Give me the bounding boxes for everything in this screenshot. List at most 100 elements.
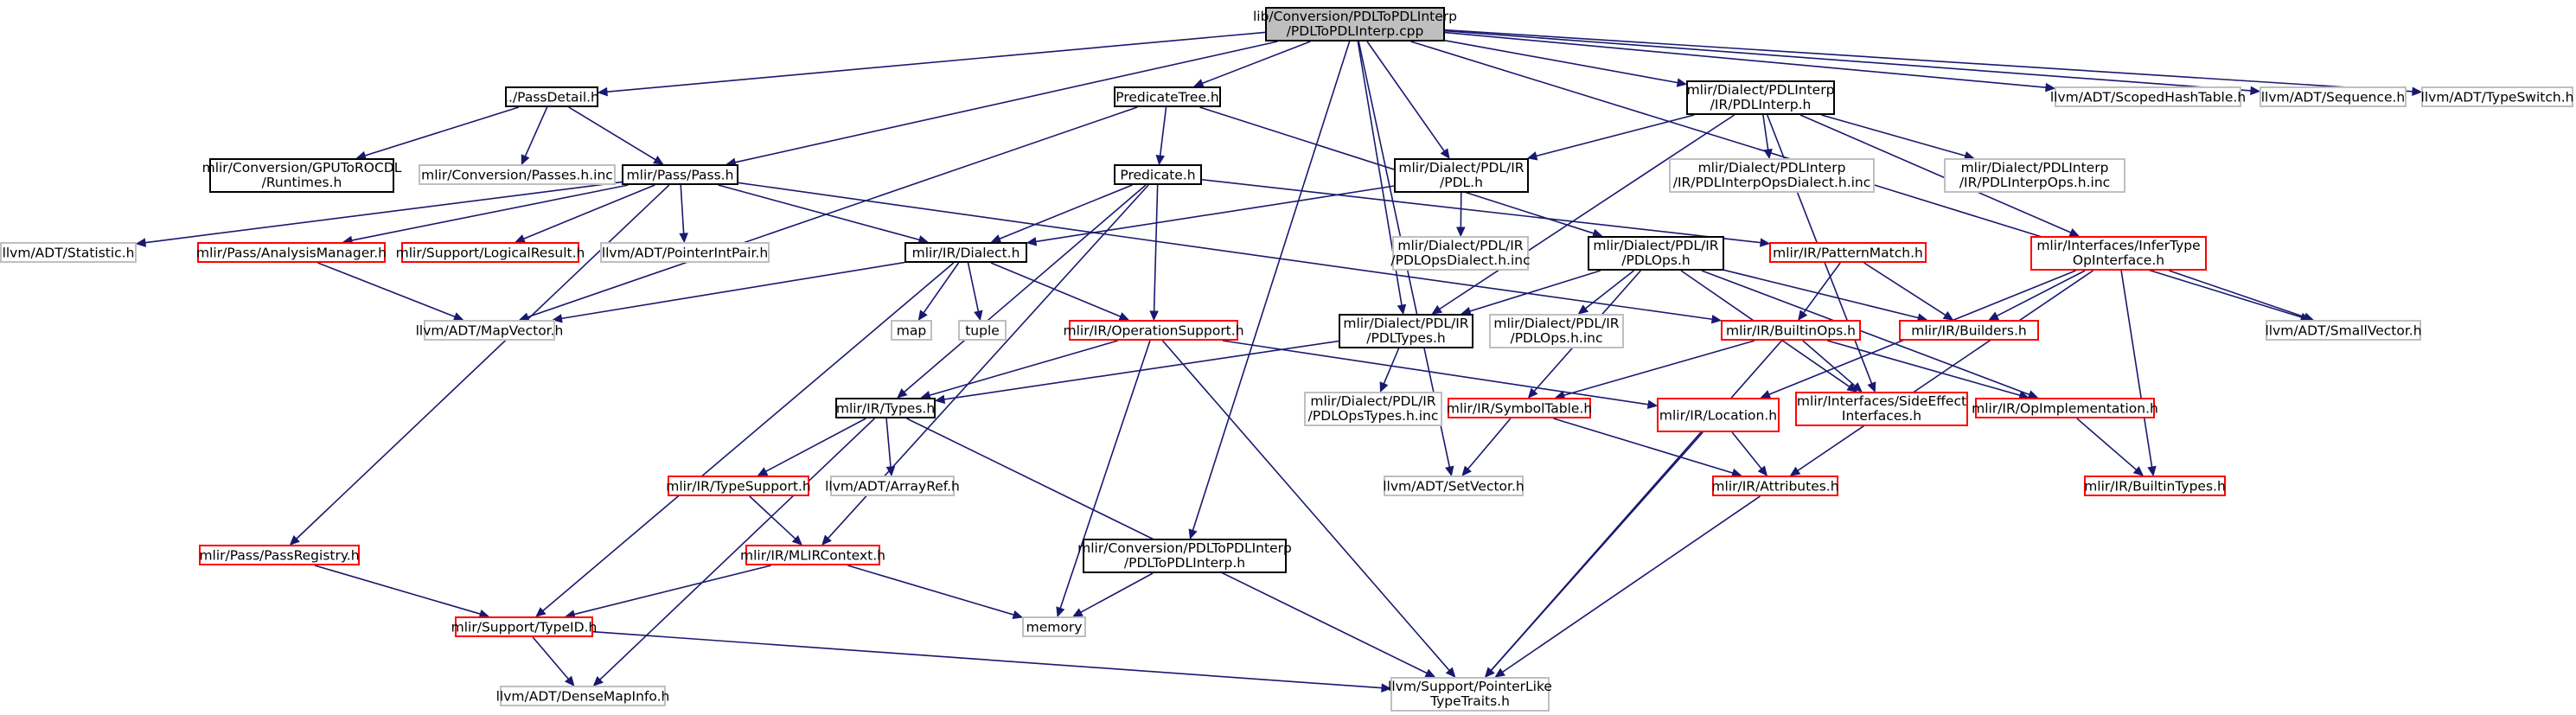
node-passdetail[interactable]: ../PassDetail.h <box>504 86 599 107</box>
edge-predicate-to-dialect <box>999 184 1133 239</box>
node-label-line: OpInterface.h <box>2073 252 2164 268</box>
node-label-line: Predicate.h <box>1120 168 1195 183</box>
node-typesupport[interactable]: mlir/IR/TypeSupport.h <box>666 476 811 496</box>
edge-arrowhead <box>1149 310 1159 322</box>
node-label-line: llvm/ADT/SetVector.h <box>1383 479 1525 495</box>
edge-pdlops-to-builders <box>1723 269 1919 319</box>
node-opsupport[interactable]: mlir/IR/OperationSupport.h <box>1063 320 1244 341</box>
edge-passpass-to-pointerintpair <box>680 184 685 234</box>
node-box <box>745 545 880 565</box>
node-box <box>1657 398 1780 432</box>
edge-dialect-to-tuple <box>967 262 980 312</box>
node-symboltable[interactable]: mlir/IR/SymbolTable.h <box>1447 398 1592 418</box>
edge-root-to-passdetail <box>606 31 1266 93</box>
edge-arrowhead <box>2027 390 2039 399</box>
edge-convpdlh-to-memory <box>1080 572 1154 613</box>
node-box <box>904 242 1027 263</box>
edge-arrowhead <box>679 233 688 244</box>
edge-arrowhead <box>1710 314 1723 324</box>
edge-builtinops-to-opimpl <box>1827 340 2021 397</box>
edge-pdltypes-to-types <box>943 340 1339 400</box>
node-box <box>2260 86 2407 107</box>
edge-predicate-to-opsupport <box>1153 184 1159 312</box>
edge-arrowhead <box>757 467 769 476</box>
nodes-layer: lib/Conversion/PDLToPDLInterp/PDLToPDLIn… <box>0 7 2573 712</box>
edge-arrowhead <box>135 238 147 247</box>
node-types[interactable]: mlir/IR/Types.h <box>835 398 936 418</box>
node-gputorocdl[interactable]: mlir/Conversion/GPUToROCDL/Runtimes.h <box>202 158 402 193</box>
node-box <box>1721 320 1861 341</box>
edge-arrowhead <box>1379 381 1389 393</box>
node-pdlops[interactable]: mlir/Dialect/PDL/IR/PDLOps.h <box>1588 236 1724 271</box>
node-typeid[interactable]: mlir/Support/TypeID.h <box>451 616 598 637</box>
edge-pdlops-to-pdlopshinc <box>1584 270 1634 310</box>
node-attributes[interactable]: mlir/IR/Attributes.h <box>1711 476 1839 496</box>
node-builtinops[interactable]: mlir/IR/BuiltinOps.h <box>1721 320 1861 341</box>
node-label-line: mlir/IR/Builders.h <box>1911 323 2027 339</box>
edge-arrowhead <box>1456 227 1466 238</box>
edge-arrowhead <box>2147 465 2157 477</box>
edge-arrowhead <box>1763 148 1773 160</box>
node-label-line: mlir/Dialect/PDLInterp <box>1698 160 1846 176</box>
edge-arrowhead <box>592 675 604 686</box>
node-box <box>668 476 809 496</box>
edge-arrowhead <box>2045 82 2056 93</box>
node-label-line: lib/Conversion/PDLToPDLInterp <box>1253 9 1457 24</box>
edge-passdetail-to-gputorocdl <box>364 106 520 156</box>
node-label-line: mlir/IR/Dialect.h <box>912 246 1020 261</box>
node-opimpl[interactable]: mlir/IR/OpImplementation.h <box>1972 398 2158 418</box>
edge-arrowhead <box>289 534 300 546</box>
edge-arrowhead <box>1494 667 1505 678</box>
node-pdlinterp[interactable]: mlir/Dialect/PDLInterp/IR/PDLInterp.h <box>1686 80 1835 115</box>
edge-arrowhead <box>1445 465 1454 477</box>
node-patternmatch[interactable]: mlir/IR/PatternMatch.h <box>1769 242 1927 263</box>
node-box <box>0 242 137 263</box>
node-passpass[interactable]: mlir/Pass/Pass.h <box>622 164 738 185</box>
node-builders[interactable]: mlir/IR/Builders.h <box>1899 320 2039 341</box>
node-pdltypes[interactable]: mlir/Dialect/PDL/IR/PDLTypes.h <box>1339 314 1473 348</box>
node-label-line: mlir/Dialect/PDLInterp <box>1687 82 1835 98</box>
edge-arrowhead <box>1188 528 1198 540</box>
node-passregistry[interactable]: mlir/Pass/PassRegistry.h <box>199 545 360 565</box>
node-location[interactable]: mlir/IR/Location.h <box>1657 398 1780 432</box>
node-label-line: mlir/Pass/PassRegistry.h <box>199 548 359 564</box>
node-label-line: memory <box>1026 620 1083 635</box>
edge-arrowhead <box>1461 465 1472 476</box>
node-label-line: mlir/Dialect/PDL/IR <box>1310 393 1435 409</box>
edge-pdlops-to-pdltypes <box>1469 270 1601 312</box>
edge-arrowhead <box>1192 79 1205 88</box>
node-label-line: mlir/IR/OperationSupport.h <box>1063 323 1243 339</box>
edge-builtinops-to-sideeffect <box>1802 340 1856 387</box>
edge-passdetail-to-passpass <box>568 106 656 161</box>
edge-root-to-scopedhash <box>1444 31 2047 88</box>
edge-arrowhead <box>1484 667 1495 678</box>
node-logicalresult[interactable]: mlir/Support/LogicalResult.h <box>396 242 585 263</box>
node-map: map <box>891 320 932 341</box>
node-analysismgr[interactable]: mlir/Pass/AnalysisManager.h <box>196 242 387 263</box>
node-label-line: /PDLOpsTypes.h.inc <box>1308 408 1439 424</box>
node-builtintypes[interactable]: mlir/IR/BuiltinTypes.h <box>2084 476 2226 496</box>
node-mlircontext[interactable]: mlir/IR/MLIRContext.h <box>740 545 885 565</box>
node-convpdlh[interactable]: mlir/Conversion/PDLToPDLInterp/PDLToPDLI… <box>1077 539 1292 573</box>
node-dialect[interactable]: mlir/IR/Dialect.h <box>904 242 1027 263</box>
edge-opsupport-to-pointerlike <box>1161 340 1450 671</box>
edge-opsupport-to-location <box>1222 340 1649 405</box>
edge-arrowhead <box>2068 227 2081 237</box>
edge-builtinops-to-symboltable <box>1563 340 1755 397</box>
node-label-line: /PDLOpsDialect.h.inc <box>1390 252 1530 268</box>
edge-pdlinterp-to-infertype <box>1799 114 2072 233</box>
node-pdlh[interactable]: mlir/Dialect/PDL/IR/PDL.h <box>1394 158 1529 193</box>
edge-arrowhead <box>1646 399 1659 410</box>
edge-attributes-to-pointerlike <box>1502 495 1761 674</box>
node-pdlopshinc: mlir/Dialect/PDL/IR/PDLOps.h.inc <box>1489 314 1624 348</box>
node-box <box>2084 476 2226 496</box>
node-label-line: /IR/PDLInterpOps.h.inc <box>1959 175 2110 190</box>
edge-arrowhead <box>2250 86 2261 96</box>
edge-root-to-passpass <box>734 41 1278 163</box>
node-predicate[interactable]: Predicate.h <box>1114 164 1202 185</box>
node-box <box>1769 242 1927 263</box>
node-predtree[interactable]: PredicateTree.h <box>1114 86 1221 107</box>
